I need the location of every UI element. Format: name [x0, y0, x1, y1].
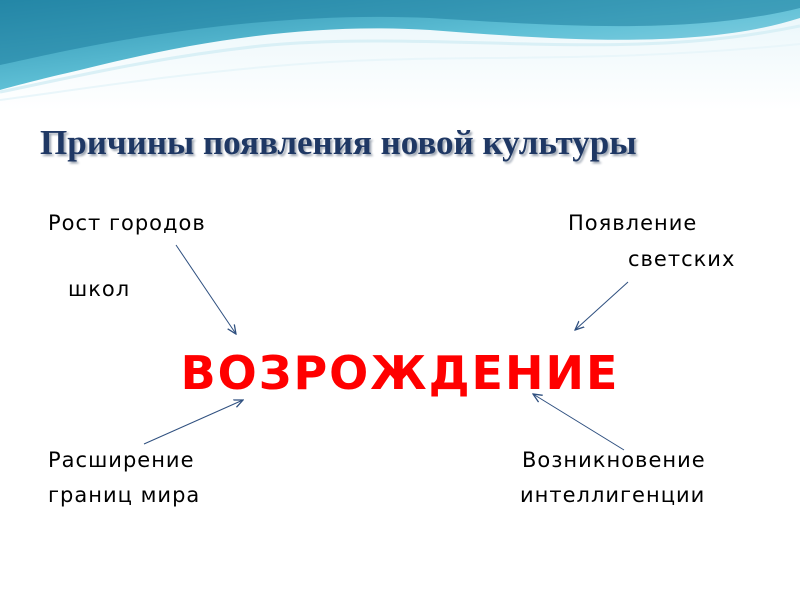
cause-top-left-line2: школ [68, 277, 131, 301]
cause-top-left-line1: Рост городов [48, 211, 206, 235]
cause-bottom-right-line1: Возникновение [522, 448, 706, 472]
arrow-top-left [175, 244, 236, 334]
cause-top-right-line1: Появление [568, 211, 698, 235]
cause-bottom-right-line2: интеллигенции [520, 483, 706, 507]
cause-bottom-left-line2: границ мира [48, 483, 201, 507]
arrow-bottom-left [143, 400, 243, 445]
center-word: ВОЗРОЖДЕНИЕ [180, 346, 620, 400]
slide-title: Причины появления новой культуры [40, 123, 637, 162]
header-wave-decoration [0, 0, 800, 110]
arrow-top-right [575, 281, 629, 330]
cause-bottom-left-line1: Расширение [48, 448, 195, 472]
cause-top-right-line2: светских [628, 247, 736, 271]
